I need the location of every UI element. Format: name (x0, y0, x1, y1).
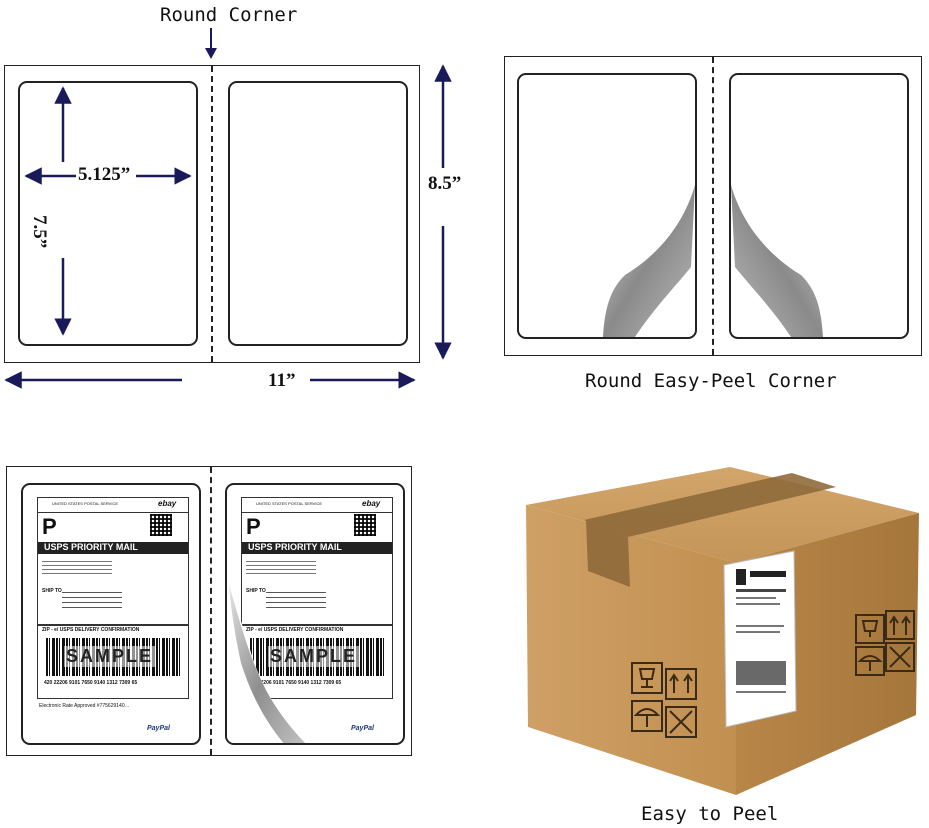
paypal-logo: PayPal (351, 725, 374, 732)
label-sheet-dimensioned (4, 65, 420, 363)
keep-dry-icon (631, 700, 663, 732)
service-title: USPS PRIORITY MAIL (248, 542, 342, 552)
tracking-number: 420 22206 9101 7650 9140 1312 7309 65 (44, 680, 138, 686)
confirmation-label: ZIP - e/ USPS DELIVERY CONFIRMATION (42, 627, 140, 633)
this-way-up-icon (665, 668, 697, 700)
sample-stamp: SAMPLE (64, 646, 156, 667)
carrier-header: UNITED STATES POSTAL SERVICE (52, 501, 119, 506)
fragile-glass-icon (631, 662, 663, 694)
class-letter: P (246, 514, 261, 539)
postage-badge: ebay (362, 499, 381, 508)
shipping-label-left: UNITED STATES POSTAL SERVICE ebay P USPS… (21, 483, 201, 745)
caption-round-corner: Round Corner (160, 4, 298, 26)
shipping-box-illustration (526, 467, 919, 795)
label-right (228, 81, 408, 346)
service-title: USPS PRIORITY MAIL (44, 542, 138, 552)
peel-curl-graphic (227, 583, 306, 743)
sample-stamp: SAMPLE (268, 646, 360, 667)
paypal-logo: PayPal (147, 725, 170, 732)
ship-to-label: SHIP TO: (42, 588, 64, 594)
do-not-stack-icon (665, 706, 697, 738)
perforation-line (211, 66, 213, 362)
caption-round-easy-peel-corner: Round Easy-Peel Corner (585, 370, 837, 392)
carrier-header: UNITED STATES POSTAL SERVICE (256, 501, 323, 506)
caption-easy-to-peel: Easy to Peel (641, 803, 779, 825)
dim-sheet-height-label: 8.5” (428, 173, 462, 194)
ship-to-label: SHIP TO: (246, 588, 268, 594)
dim-width-label: 5.125” (78, 164, 131, 185)
rate-note: Electronic Rate Approved #775629140… (39, 703, 130, 709)
confirmation-label: ZIP - e/ USPS DELIVERY CONFIRMATION (246, 627, 344, 633)
class-letter: P (42, 514, 57, 539)
label-sheet-printed: UNITED STATES POSTAL SERVICE ebay P USPS… (6, 466, 412, 756)
perforation-line (210, 467, 212, 755)
dim-sheet-width-label: 11” (268, 370, 296, 391)
qr-code-icon (354, 514, 376, 536)
dimension-arrows (4, 64, 452, 389)
qr-code-icon (150, 514, 172, 536)
perforation-line (712, 57, 714, 355)
dim-height-label: 7.5” (29, 215, 50, 249)
peel-curl-graphic (603, 185, 823, 337)
arrow-down-icon (205, 28, 217, 59)
tracking-number: 420 22206 9101 7650 9140 1312 7309 65 (248, 680, 342, 686)
shipping-label-right: UNITED STATES POSTAL SERVICE ebay P USPS… (225, 483, 405, 745)
label-left (18, 81, 198, 346)
label-sheet-easy-peel (504, 56, 922, 356)
postage-badge: ebay (158, 499, 177, 508)
